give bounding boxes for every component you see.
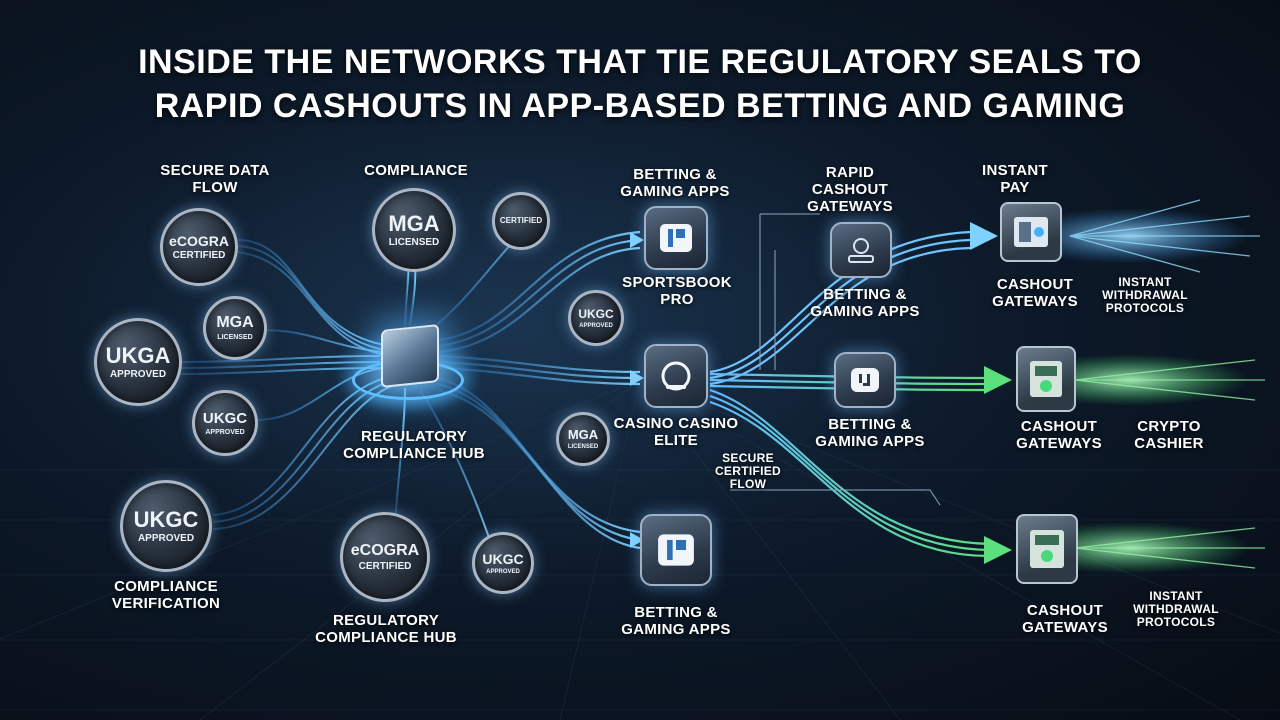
instant-pay-label: INSTANT PAY [982,162,1048,196]
ukgc-seal: UKGC APPROVED [192,390,258,456]
apps-top-label: BETTING & GAMING APPS [620,166,730,200]
mga-seal: MGA LICENSED [203,296,267,360]
title-line-2: RAPID CASHOUTS IN APP-BASED BETTING AND … [154,87,1126,125]
sportsbook-app-tile[interactable] [644,206,708,270]
seal-subtext: CERTIFIED [172,249,226,261]
apps-bottom-label: BETTING & GAMING APPS [621,604,731,638]
casino-app-tile[interactable] [644,344,708,408]
seal-subtext: APPROVED [137,532,195,544]
compliance-label: COMPLIANCE [364,162,468,179]
ecogra-seal: eCOGRA CERTIFIED [160,208,238,286]
ukga-seal: UKGA APPROVED [94,318,182,406]
seal-subtext: APPROVED [579,322,613,329]
gateway2-label: CASHOUT GATEWAYS [1016,418,1102,452]
dice-icon [851,368,879,392]
crypto-cashier-label: CRYPTO CASHIER [1134,418,1204,452]
dice-app-tile[interactable] [834,352,896,408]
seal-text: MGA [567,427,599,442]
seal-subtext: LICENSED [567,444,599,450]
seal-text: CERTIFIED [499,216,543,225]
seal-subtext: APPROVED [109,368,167,380]
app-logo-icon [660,224,692,252]
terminal-icon [1030,530,1064,568]
hub-cube-icon [381,323,439,389]
gateway-arrows [970,222,1012,564]
betting-app-tile[interactable] [640,514,712,586]
terminal-icon [1030,361,1062,397]
app-arrows [630,232,644,548]
cashout-terminal-icon[interactable] [1000,202,1062,262]
gateway1-label: CASHOUT GATEWAYS [992,276,1078,310]
instant-withdrawal2-label: INSTANT WITHDRAWAL PROTOCOLS [1133,589,1219,629]
seal-text: eCOGRA [350,541,420,559]
terminal-icon [1014,217,1048,247]
instant-withdrawal1-label: INSTANT WITHDRAWAL PROTOCOLS [1102,275,1188,315]
casino-label: CASINO CASINO ELITE [613,415,739,449]
wallet-icon [848,238,874,263]
ukgc-seal: UKGC APPROVED [568,290,624,346]
mga-seal: MGA LICENSED [372,188,456,272]
apps-mid2-label: BETTING & GAMING APPS [815,416,925,450]
regulatory-compliance-hub-label-bottom: REGULATORY COMPLIANCE HUB [315,612,457,646]
app-to-gateway-flows [709,213,991,558]
seal-text: UKGC [133,506,199,532]
gateway-app-tile[interactable] [830,222,892,278]
certified-seal: CERTIFIED [492,192,550,250]
regulatory-compliance-hub-label: REGULATORY COMPLIANCE HUB [343,428,485,462]
seal-subtext: LICENSED [217,334,253,341]
seal-subtext: APPROVED [486,568,520,575]
mga-seal: MGA LICENSED [556,412,610,466]
cashout-terminal-icon[interactable] [1016,514,1078,584]
seal-subtext: LICENSED [388,236,440,248]
ukgc-seal: UKGC APPROVED [472,532,534,594]
seal-text: UKGA [105,342,171,368]
title-line-1: INSIDE THE NETWORKS THAT TIE REGULATORY … [138,43,1142,81]
seal-text: UKGC [482,550,524,567]
compliance-verification-label: COMPLIANCE VERIFICATION [111,578,221,612]
casino-logo-icon [661,361,691,391]
cashout-terminal-icon[interactable] [1016,346,1076,412]
page-title: INSIDE THE NETWORKS THAT TIE REGULATORY … [0,40,1280,128]
seal-text: eCOGRA [169,232,229,249]
sportsbook-label: SPORTSBOOK PRO [622,274,732,308]
rapid-cashout-label: RAPID CASHOUT GATEWAYS [807,164,893,215]
apps-mid1-label: BETTING & GAMING APPS [810,286,920,320]
seal-subtext: APPROVED [205,428,245,436]
secure-certified-flow-label: SECURE CERTIFIED FLOW [714,451,782,491]
secure-data-flow-label: SECURE DATA FLOW [160,162,270,196]
app-logo-icon [658,534,694,566]
seal-subtext: CERTIFIED [358,560,412,572]
seal-text: UKGC [202,409,248,427]
seal-text: MGA [216,314,254,331]
seal-text: UKGC [578,306,614,321]
seal-text: MGA [388,210,440,236]
gateway3-label: CASHOUT GATEWAYS [1022,602,1108,636]
ecogra-seal: eCOGRA CERTIFIED [340,512,430,602]
ukgc-seal: UKGC APPROVED [120,480,212,572]
